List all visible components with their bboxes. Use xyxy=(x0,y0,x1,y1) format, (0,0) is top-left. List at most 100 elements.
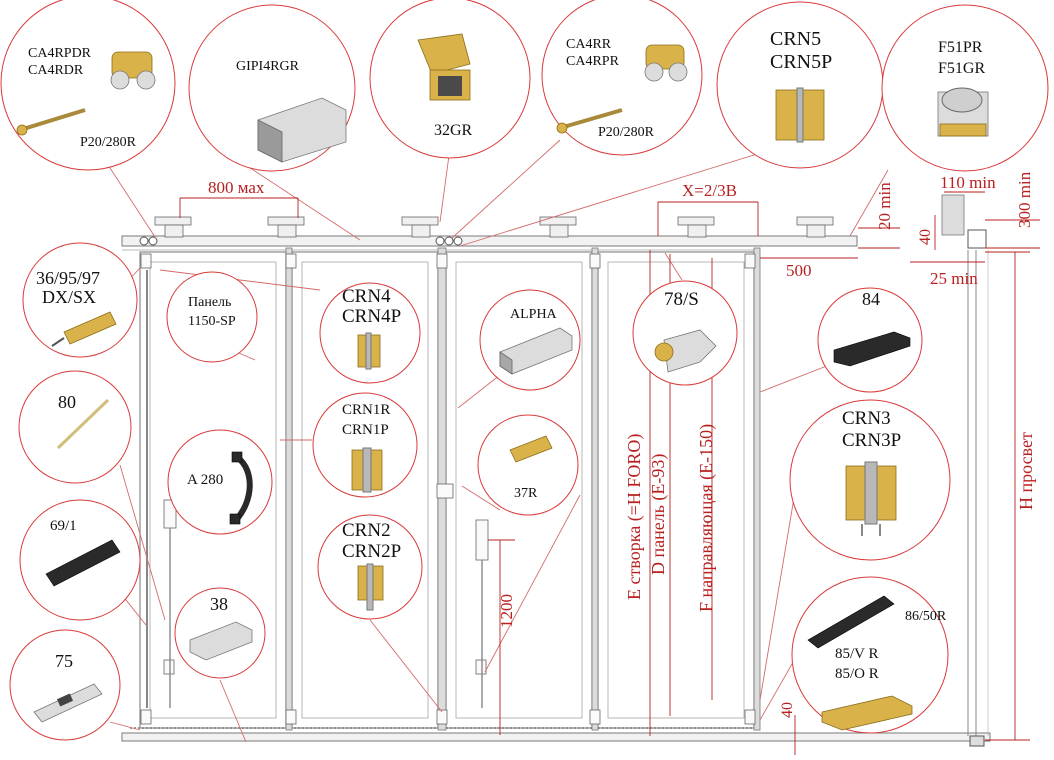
bracket-icon xyxy=(417,33,471,101)
dim-40-bottom: 40 xyxy=(779,702,796,718)
callout-brush: 86/50R 85/V R 85/O R xyxy=(791,576,949,734)
latch-code-2: DX/SX xyxy=(42,287,96,307)
dim-25-min: 25 min xyxy=(930,269,978,288)
dim-x-ratio: X=2/3B xyxy=(682,181,737,200)
brush-code-2: 85/V R xyxy=(835,646,878,662)
rollers-front-pin: P20/280R xyxy=(80,135,137,150)
bolt-icon xyxy=(509,435,553,463)
rod-icon xyxy=(56,398,110,450)
rubber-seal-icon xyxy=(833,331,911,367)
hinge-icon xyxy=(845,461,897,536)
dim-20-min: 20 min xyxy=(875,182,894,230)
brush-code-3: 85/O R xyxy=(835,666,879,682)
guide-roller-code-2: F51GR xyxy=(938,60,985,77)
brush-strip-icon xyxy=(807,595,895,649)
alpha-profile-icon xyxy=(499,327,573,375)
hinge-crn5-code-2: CRN5P xyxy=(770,51,832,73)
track-code: GIPI4RGR xyxy=(236,59,300,74)
channel-icon xyxy=(189,621,253,661)
rod-80-code: 80 xyxy=(58,392,76,412)
callout-seal-84: 84 xyxy=(817,287,923,393)
dim-110-min: 110 min xyxy=(940,173,996,192)
callout-rollers-rear: CA4RR CA4RPR P20/280R xyxy=(541,0,703,156)
rollers-rear-pin: P20/280R xyxy=(598,125,655,140)
profile-icon xyxy=(45,539,121,587)
callout-handle: A 280 xyxy=(167,429,273,535)
callout-panel: Панель 1150-SP xyxy=(166,271,258,363)
handle-code: A 280 xyxy=(187,472,223,488)
callout-stop-78: 78/S xyxy=(632,280,738,386)
dim-h-clear: H просвет xyxy=(1016,432,1036,510)
callout-bracket: 32GR xyxy=(369,0,531,159)
callout-profile-69: 69/1 xyxy=(19,499,141,621)
hinge-icon xyxy=(357,332,381,370)
handle-icon xyxy=(229,451,253,525)
callout-rod-80: 80 xyxy=(18,370,132,484)
callout-hinge-crn3: CRN3 CRN3P xyxy=(789,399,951,561)
threshold-profile-icon xyxy=(821,695,913,731)
stop-78-code: 78/S xyxy=(664,289,699,310)
dim-300-min: 300 min xyxy=(1015,171,1034,228)
door-frame xyxy=(121,194,991,747)
dim-e-leaf: E створка (=H FORO) xyxy=(624,434,645,600)
callout-hinge-crn2: CRN2 CRN2P xyxy=(317,514,423,620)
dim-500: 500 xyxy=(786,261,812,280)
hinge-crn3-code-2: CRN3P xyxy=(842,430,901,451)
track-profile-icon xyxy=(257,97,347,163)
brush-code-1: 86/50R xyxy=(905,609,947,624)
bottom-floor-rail xyxy=(121,732,991,742)
dim-f-guide: F направляющая (E-150) xyxy=(696,424,717,612)
hinge-icon xyxy=(357,563,384,611)
pin-bolt-icon xyxy=(556,108,623,134)
dim-800-max: 800 мах xyxy=(208,178,265,197)
callout-hinge-crn4: CRN4 CRN4P xyxy=(319,282,421,384)
strike-plate-icon xyxy=(33,683,103,723)
callout-plate-75: 75 xyxy=(9,629,121,741)
stop-bracket-icon xyxy=(654,329,717,373)
panel-label-1: Панель xyxy=(188,295,231,310)
top-track-rail xyxy=(121,235,858,247)
guide-roller-code-1: F51PR xyxy=(938,39,983,56)
hinge-crn5-code-1: CRN5 xyxy=(770,28,821,50)
bracket-code: 32GR xyxy=(434,122,473,139)
callout-alpha: ALPHA xyxy=(479,289,581,391)
rollers-front-code-1: CA4RPDR xyxy=(28,46,92,61)
hinge-crn1-code-1: CRN1R xyxy=(342,402,390,418)
callout-guide-roller: F51PR F51GR xyxy=(881,4,1049,172)
alpha-code: ALPHA xyxy=(510,307,558,322)
roller-carriage-icon xyxy=(110,51,156,90)
profile-69-code: 69/1 xyxy=(50,518,77,534)
plate-75-code: 75 xyxy=(55,651,73,671)
hinge-crn2-code-2: CRN2P xyxy=(342,541,401,562)
callout-hinge-crn5: CRN5 CRN5P xyxy=(716,1,884,169)
latch-code-1: 36/95/97 xyxy=(36,268,100,288)
hinge-crn3-code-1: CRN3 xyxy=(842,408,891,429)
hinge-crn4-code-1: CRN4 xyxy=(342,286,391,307)
rollers-rear-code-1: CA4RR xyxy=(566,37,612,52)
hinge-icon xyxy=(351,447,383,493)
hinge-crn1-code-2: CRN1P xyxy=(342,422,389,438)
callout-rollers-front: CA4RPDR CA4RDR P20/280R xyxy=(0,0,176,171)
dim-1200: 1200 xyxy=(497,594,516,628)
rollers-front-code-2: CA4RDR xyxy=(28,63,84,78)
channel-38-code: 38 xyxy=(210,594,228,614)
dimension-annotations: 800 мах X=2/3B 500 20 min 110 min 300 mi… xyxy=(179,171,1040,755)
dim-40-top: 40 xyxy=(917,229,934,245)
bolt-37-code: 37R xyxy=(514,486,538,501)
pin-bolt-icon xyxy=(16,108,86,136)
seal-84-code: 84 xyxy=(862,289,880,309)
rollers-rear-code-2: CA4RPR xyxy=(566,54,620,69)
hinge-icon xyxy=(775,87,825,143)
dim-d-panel: D панель (E-93) xyxy=(648,454,669,575)
hinge-crn2-code-1: CRN2 xyxy=(342,520,391,541)
callout-bolt-37: 37R xyxy=(477,414,579,516)
panel-label-2: 1150-SP xyxy=(188,314,236,329)
callout-channel-38: 38 xyxy=(174,587,266,679)
hinge-crn4-code-2: CRN4P xyxy=(342,306,401,327)
callout-hinge-crn1: CRN1R CRN1P xyxy=(312,392,418,498)
roller-carriage-icon xyxy=(644,44,688,82)
callout-latch: 36/95/97 DX/SX xyxy=(22,242,138,358)
guide-roller-icon xyxy=(937,87,989,137)
callout-track: GIPI4RGR xyxy=(188,4,356,172)
